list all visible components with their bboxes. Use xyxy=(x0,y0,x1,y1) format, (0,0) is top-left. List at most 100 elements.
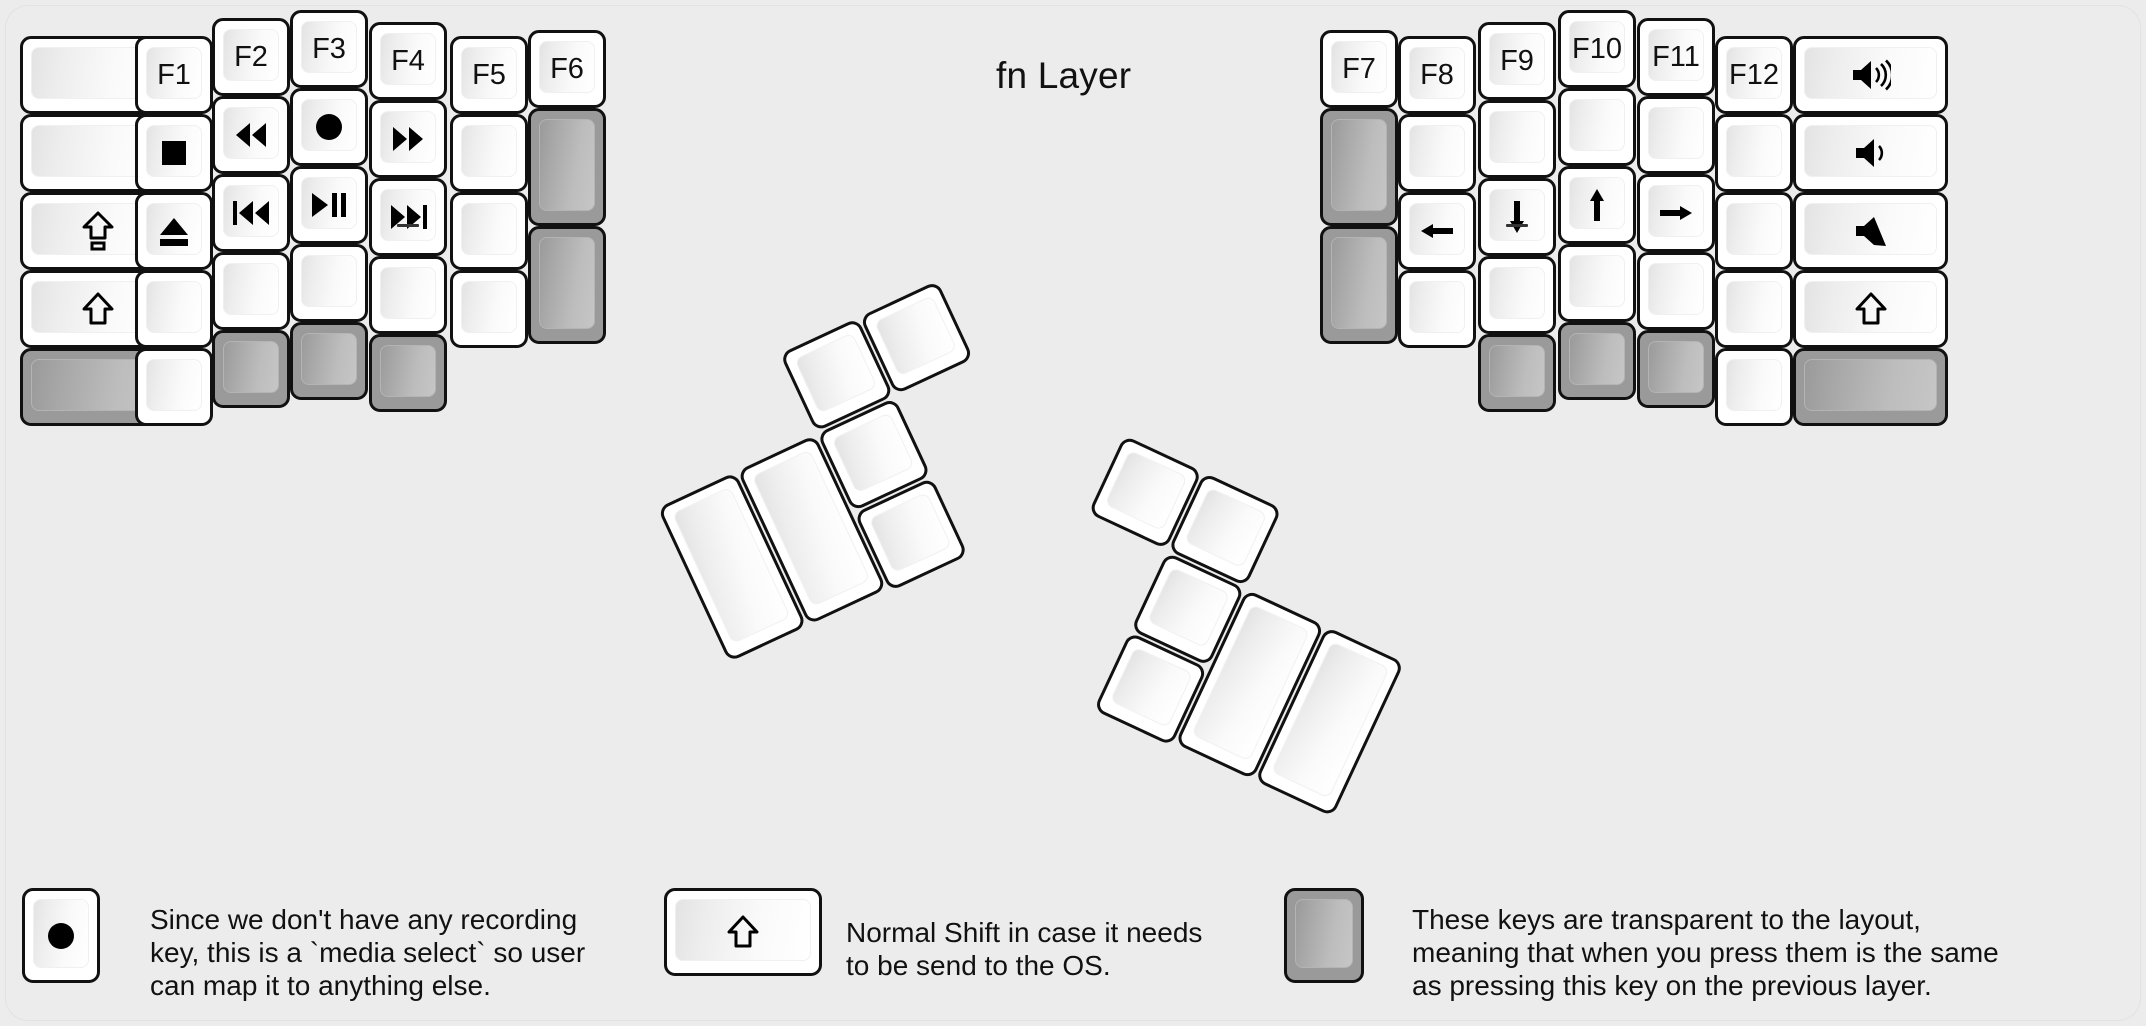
left-key-inner-extra-1[interactable] xyxy=(528,108,606,226)
legend-key-2[interactable] xyxy=(1284,888,1364,983)
caps-lock-icon xyxy=(82,211,114,252)
media-record-icon xyxy=(46,921,76,951)
left-key-ring-3[interactable] xyxy=(212,252,290,330)
legend-key-0[interactable] xyxy=(22,888,100,983)
key-cap xyxy=(1409,281,1465,333)
shift-icon xyxy=(1855,292,1887,326)
left-key-pinky-3[interactable] xyxy=(135,270,213,348)
media-eject-icon xyxy=(158,216,190,246)
right-key-pinky-0[interactable]: F11 xyxy=(1637,18,1715,96)
left-key-inner-extra-0[interactable]: F6 xyxy=(528,30,606,108)
right-key-pinky-1[interactable] xyxy=(1637,96,1715,174)
key-cap xyxy=(380,267,436,319)
right-key-ring-0[interactable]: F10 xyxy=(1558,10,1636,88)
right-key-ring-3[interactable] xyxy=(1558,244,1636,322)
right-key-outer-media-4[interactable] xyxy=(1793,348,1948,426)
legend-text-2: These keys are transparent to the layout… xyxy=(1412,904,1999,1002)
left-key-middle-1[interactable] xyxy=(290,88,368,166)
right-key-outer-media-2[interactable] xyxy=(1793,192,1948,270)
left-key-index-inner-0[interactable]: F5 xyxy=(450,36,528,114)
left-key-ring-0[interactable]: F2 xyxy=(212,18,290,96)
key-cap xyxy=(1726,47,1782,99)
right-key-middle-0[interactable]: F9 xyxy=(1478,22,1556,100)
right-key-outer-media-1[interactable] xyxy=(1793,114,1948,192)
right-key-index-1[interactable] xyxy=(1398,114,1476,192)
key-cap xyxy=(1331,41,1387,93)
key-cap xyxy=(1726,125,1782,177)
homing-bar xyxy=(1506,224,1528,227)
left-key-middle-4[interactable] xyxy=(290,322,368,400)
left-key-pinky-1[interactable] xyxy=(135,114,213,192)
key-cap xyxy=(461,281,517,333)
left-key-pinky-2[interactable] xyxy=(135,192,213,270)
key-cap xyxy=(1331,237,1387,329)
left-key-index-inner-3[interactable] xyxy=(450,270,528,348)
left-key-index-inner-1[interactable] xyxy=(450,114,528,192)
right-key-index-inner-2[interactable] xyxy=(1320,226,1398,344)
left-key-middle-3[interactable] xyxy=(290,244,368,322)
right-key-pinky-outer-1[interactable] xyxy=(1715,114,1793,192)
media-next-icon xyxy=(389,203,428,231)
legend-key-1[interactable] xyxy=(664,888,822,976)
left-key-index-3[interactable] xyxy=(369,256,447,334)
right-key-pinky-2[interactable] xyxy=(1637,174,1715,252)
left-key-index-1[interactable] xyxy=(369,100,447,178)
right-key-index-inner-1[interactable] xyxy=(1320,108,1398,226)
legend-text-1: Normal Shift in case it needs to be send… xyxy=(846,917,1203,982)
key-cap xyxy=(873,295,958,377)
key-cap xyxy=(1648,185,1704,237)
key-cap xyxy=(146,47,202,99)
right-key-ring-2[interactable] xyxy=(1558,166,1636,244)
right-key-pinky-4[interactable] xyxy=(1637,330,1715,408)
right-key-ring-4[interactable] xyxy=(1558,322,1636,400)
right-key-pinky-outer-3[interactable] xyxy=(1715,270,1793,348)
key-cap xyxy=(1648,263,1704,315)
right-key-middle-1[interactable] xyxy=(1478,100,1556,178)
key-cap xyxy=(223,341,279,393)
key-cap xyxy=(1569,21,1625,73)
key-cap xyxy=(1569,333,1625,385)
shift-icon xyxy=(727,915,759,949)
right-key-index-0[interactable]: F8 xyxy=(1398,36,1476,114)
key-cap xyxy=(1804,359,1937,411)
left-key-index-inner-2[interactable] xyxy=(450,192,528,270)
key-cap xyxy=(1104,449,1188,532)
left-key-index-2[interactable] xyxy=(369,178,447,256)
right-key-pinky-outer-0[interactable]: F12 xyxy=(1715,36,1793,114)
arrow-up-icon xyxy=(1583,187,1611,223)
left-key-index-0[interactable]: F4 xyxy=(369,22,447,100)
left-key-pinky-0[interactable]: F1 xyxy=(135,36,213,114)
arrow-down-icon xyxy=(1503,199,1531,235)
media-playpause-icon xyxy=(310,191,348,219)
media-fastforward-icon xyxy=(390,125,426,153)
right-key-outer-media-3[interactable] xyxy=(1793,270,1948,348)
left-key-index-4[interactable] xyxy=(369,334,447,412)
right-key-pinky-outer-4[interactable] xyxy=(1715,348,1793,426)
right-key-middle-2[interactable] xyxy=(1478,178,1556,256)
left-key-inner-extra-2[interactable] xyxy=(528,226,606,344)
key-cap xyxy=(301,21,357,73)
key-cap xyxy=(223,107,279,159)
right-key-index-2[interactable] xyxy=(1398,192,1476,270)
left-key-pinky-4[interactable] xyxy=(135,348,213,426)
key-cap xyxy=(223,29,279,81)
key-cap xyxy=(301,333,357,385)
key-cap xyxy=(1489,345,1545,397)
right-key-middle-4[interactable] xyxy=(1478,334,1556,412)
key-cap xyxy=(1726,203,1782,255)
right-key-pinky-3[interactable] xyxy=(1637,252,1715,330)
arrow-right-icon xyxy=(1658,199,1694,227)
right-key-index-3[interactable] xyxy=(1398,270,1476,348)
right-key-pinky-outer-2[interactable] xyxy=(1715,192,1793,270)
left-key-middle-2[interactable] xyxy=(290,166,368,244)
left-key-ring-2[interactable] xyxy=(212,174,290,252)
left-key-ring-4[interactable] xyxy=(212,330,290,408)
left-key-middle-0[interactable]: F3 xyxy=(290,10,368,88)
right-key-index-inner-0[interactable]: F7 xyxy=(1320,30,1398,108)
right-key-outer-media-0[interactable] xyxy=(1793,36,1948,114)
left-key-ring-1[interactable] xyxy=(212,96,290,174)
shift-icon xyxy=(82,292,114,326)
right-key-ring-1[interactable] xyxy=(1558,88,1636,166)
right-key-middle-3[interactable] xyxy=(1478,256,1556,334)
